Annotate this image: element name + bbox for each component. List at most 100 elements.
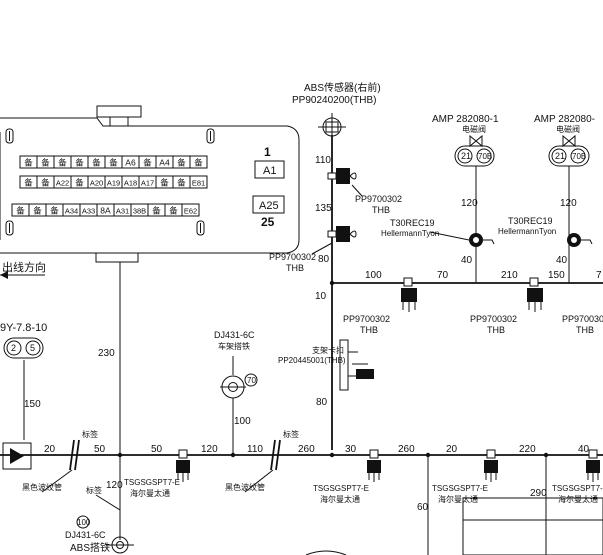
cavity-label: 备 bbox=[41, 158, 50, 168]
clip-d-sub: THB bbox=[487, 325, 505, 335]
cavity-label: E62 bbox=[184, 207, 197, 216]
amp-connector-left: AMP 282080-1 电磁阀 21 70B bbox=[432, 114, 499, 174]
dj-lower-ground: 100 DJ431-6C ABS搭铁 bbox=[65, 515, 134, 554]
dim-label: 100 bbox=[365, 270, 382, 281]
clip-a-part: PP9700302 bbox=[355, 194, 402, 204]
clip-d-part: PP9700302 bbox=[470, 314, 517, 324]
cavity-label: 8A bbox=[100, 206, 111, 216]
sensor-name: ABS传感器(右前) bbox=[304, 81, 381, 94]
dim-label: 20 bbox=[44, 444, 56, 455]
cavity-label: A22 bbox=[56, 179, 69, 188]
cavity-label: A31 bbox=[116, 207, 129, 216]
dim-label: 220 bbox=[519, 444, 536, 455]
cavity-label: 备 bbox=[177, 158, 186, 168]
dim-label: 110 bbox=[315, 155, 331, 166]
fastener-a-part: TSGSGSPT7-E bbox=[124, 478, 180, 487]
clip-clamp-icon bbox=[327, 226, 357, 242]
cavity-label: A18 bbox=[124, 179, 137, 188]
cavity-label: E81 bbox=[192, 179, 205, 188]
svg-text:70B: 70B bbox=[478, 152, 492, 161]
cavity-cell bbox=[189, 155, 208, 169]
clip-a-sub: THB bbox=[372, 205, 390, 215]
tag-label: 标签 bbox=[86, 485, 102, 495]
pin-a1-label: A1 bbox=[263, 165, 276, 177]
ring-terminal-icon bbox=[220, 356, 246, 399]
abs-sensor: ABS传感器(右前) PP90240200(THB) bbox=[292, 81, 381, 141]
svg-text:21: 21 bbox=[555, 151, 565, 161]
dim-label: 20 bbox=[446, 444, 458, 455]
sleeve-marker-icon bbox=[69, 439, 80, 471]
dim-label: 30 bbox=[345, 444, 357, 455]
fastener-d-part: TSGSGSPT7-E bbox=[552, 484, 603, 493]
latch-icon bbox=[206, 128, 215, 144]
dim-label: 120 bbox=[106, 480, 123, 491]
cavity-label: A6 bbox=[125, 158, 136, 168]
ground-terminal-icon bbox=[2, 442, 32, 470]
clip-c-part: PP9700302 bbox=[343, 314, 390, 324]
two-pin-connector-icon: 2 5 bbox=[3, 337, 44, 359]
dim-label: 40 bbox=[461, 255, 473, 266]
bracket-part: PP20445001(THB) bbox=[278, 356, 346, 365]
cavity-cell bbox=[181, 203, 200, 217]
pin-25-marker: 25 bbox=[261, 215, 275, 229]
dim-label: 60 bbox=[417, 502, 429, 513]
pin-a25-label: A25 bbox=[259, 200, 279, 212]
cavity-label: 备 bbox=[75, 178, 84, 188]
dj-upper-label: 车架搭铁 bbox=[218, 341, 250, 351]
sensor-part: PP90240200(THB) bbox=[292, 95, 377, 106]
dj-upper-ground: DJ431-6C 车架搭铁 70 bbox=[214, 330, 258, 399]
cavity-label: 备 bbox=[24, 178, 33, 188]
svg-text:5: 5 bbox=[30, 343, 35, 353]
cavity-label: 38B bbox=[133, 207, 146, 216]
dim-label: 120 bbox=[560, 198, 577, 209]
dim-label: 40 bbox=[578, 444, 590, 455]
cavity-label: A4 bbox=[159, 158, 170, 168]
cavity-label: 备 bbox=[92, 158, 101, 168]
cavity-label: 备 bbox=[109, 158, 118, 168]
dim-label: 50 bbox=[94, 444, 106, 455]
clip-b-part: PP9700302 bbox=[269, 252, 316, 262]
cavity-label: 备 bbox=[169, 206, 178, 216]
sleeve-marker-icon bbox=[270, 439, 281, 471]
fastener-c-label: 海尔曼太通 bbox=[438, 494, 478, 504]
cavity-label: A20 bbox=[90, 179, 103, 188]
cable-tie-icon bbox=[567, 233, 593, 247]
dj-lower-part: DJ431-6C bbox=[65, 530, 106, 540]
latch-icon bbox=[5, 220, 14, 236]
cavity-label: 备 bbox=[160, 178, 169, 188]
cavity-label: A19 bbox=[107, 179, 120, 188]
wire-network bbox=[0, 135, 603, 555]
dj-lower-pin: 100 bbox=[77, 518, 91, 527]
tie-b-sub: HellermannTyon bbox=[498, 227, 556, 236]
dim-label: 230 bbox=[98, 348, 115, 359]
tie-b-part: T30REC19 bbox=[508, 216, 553, 226]
clip-clamp-icon bbox=[527, 277, 543, 312]
fastener-icon bbox=[176, 449, 190, 482]
clip-e-sub: THB bbox=[576, 325, 594, 335]
amp-connector-right: AMP 282080- 电磁阀 21 70B bbox=[534, 114, 595, 174]
dim-label: 10 bbox=[315, 291, 327, 302]
cavity-label: A33 bbox=[82, 207, 95, 216]
tie-a-sub: HellermannTyon bbox=[381, 229, 439, 238]
dim-label: 120 bbox=[201, 444, 218, 455]
connector-9y-part: 9Y-7.8-10 bbox=[0, 322, 47, 334]
cavity-label: 备 bbox=[41, 178, 50, 188]
amp-left-part: AMP 282080-1 bbox=[432, 114, 499, 125]
fastener-icon bbox=[367, 449, 381, 482]
valve-icon: 21 70B bbox=[548, 134, 590, 174]
amp-right-type: 电磁阀 bbox=[556, 124, 580, 134]
cavity-cell bbox=[189, 175, 208, 189]
svg-text:2: 2 bbox=[11, 343, 16, 353]
sensor-icon bbox=[318, 113, 346, 141]
dim-label: 7 bbox=[596, 270, 602, 281]
dj-lower-label: ABS搭铁 bbox=[70, 541, 110, 554]
amp-right-part: AMP 282080- bbox=[534, 114, 595, 125]
cavity-label: 备 bbox=[177, 178, 186, 188]
cavity-label: 备 bbox=[58, 158, 67, 168]
outlet-direction-label: 出线方向 bbox=[2, 260, 46, 274]
dim-label: 80 bbox=[318, 254, 330, 265]
dimension-labels: 110 135 80 10 100 70 120 40 210 150 120 … bbox=[24, 155, 602, 513]
